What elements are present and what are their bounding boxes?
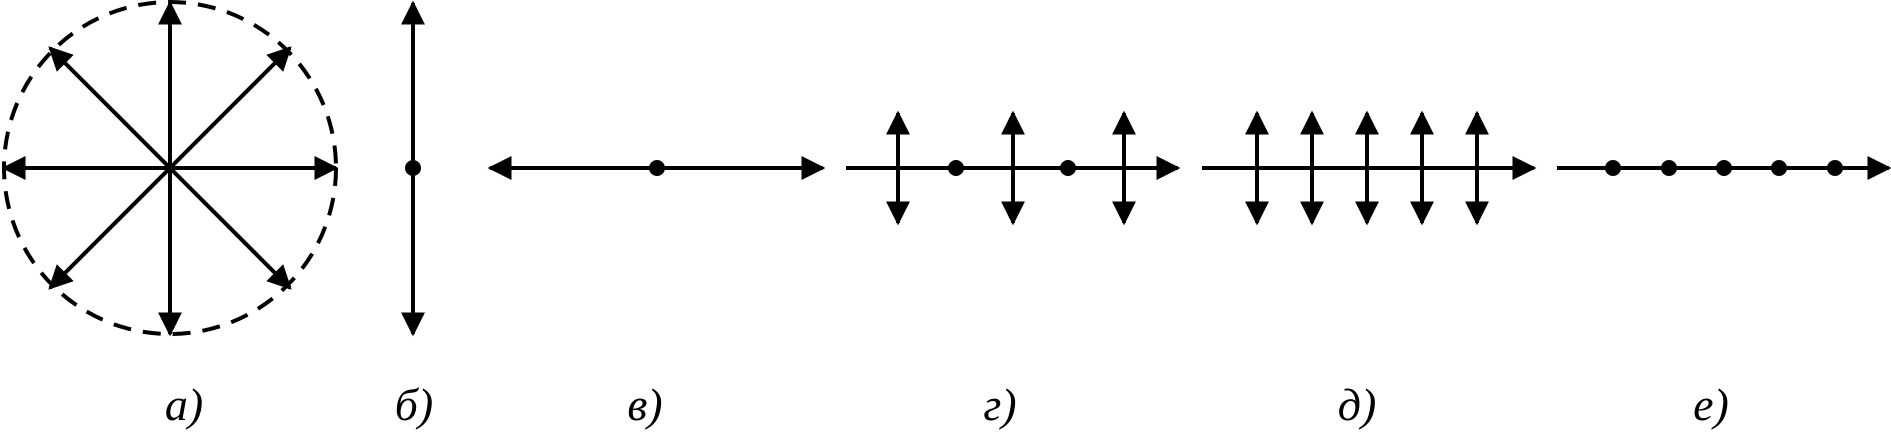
label-b: б) (395, 379, 433, 430)
arrow-diagonal-2 (48, 46, 292, 290)
dot-1 (1605, 160, 1621, 176)
label-v: в) (627, 379, 662, 430)
label-g: г) (983, 379, 1016, 430)
panel-a-unpolarized (1, 0, 339, 337)
label-d: д) (1338, 379, 1377, 430)
dot (649, 160, 665, 176)
dot-3 (1716, 160, 1732, 176)
label-a: а) (165, 379, 203, 430)
dot-2 (1060, 160, 1076, 176)
panel-e-dots-beam (1557, 156, 1891, 180)
dot-1 (948, 160, 964, 176)
dot (405, 160, 421, 176)
dot-2 (1661, 160, 1677, 176)
dot-4 (1771, 160, 1787, 176)
dot-5 (1827, 160, 1843, 176)
panel-g-partial (846, 110, 1181, 226)
panel-d-vertical-beam (1202, 110, 1537, 226)
panel-b-vertical (401, 0, 425, 337)
panel-v-horizontal (487, 156, 826, 180)
label-e: е) (1693, 379, 1729, 430)
